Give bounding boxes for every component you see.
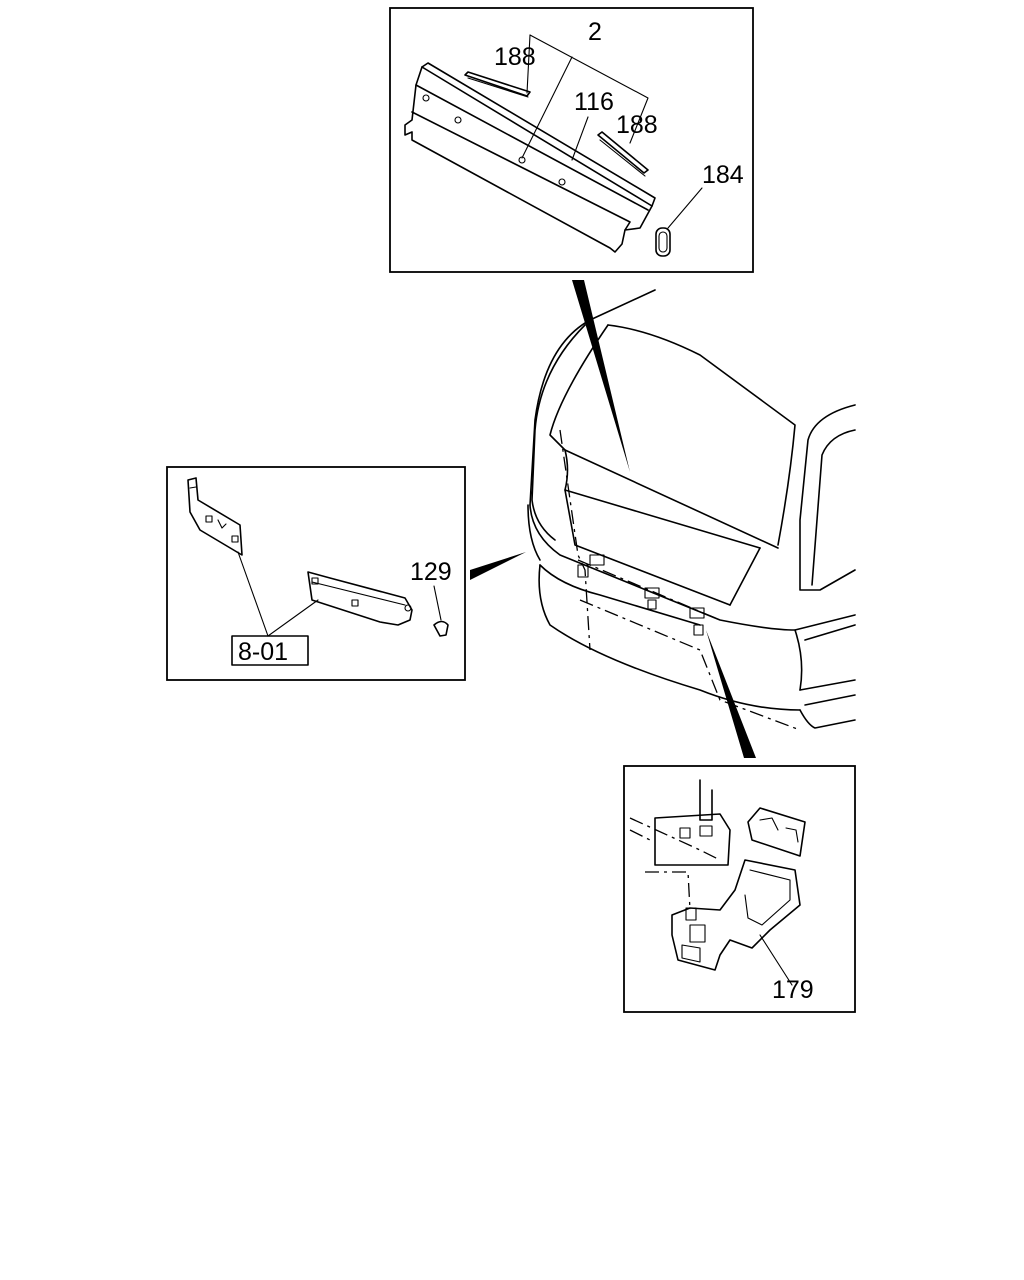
leader-arrows [470,280,756,758]
right-inset-frame [623,765,856,1013]
callout-179: 179 [772,976,814,1004]
vehicle-rear-body [527,289,856,731]
callout-188-right: 188 [616,111,658,139]
callout-2: 2 [588,18,602,46]
callout-116: 116 [574,88,614,116]
callouts: 2 188 116 188 184 129 8-01 179 [238,18,814,1004]
top-inset-frame [389,7,754,273]
right-inset [623,765,856,1013]
callout-188-left: 188 [494,43,536,71]
callout-184: 184 [702,161,744,189]
left-inset [166,466,466,681]
top-inset [389,7,754,273]
callout-129: 129 [410,558,452,586]
callout-8-01: 8-01 [238,638,288,666]
ref-box-8-01 [231,635,309,666]
